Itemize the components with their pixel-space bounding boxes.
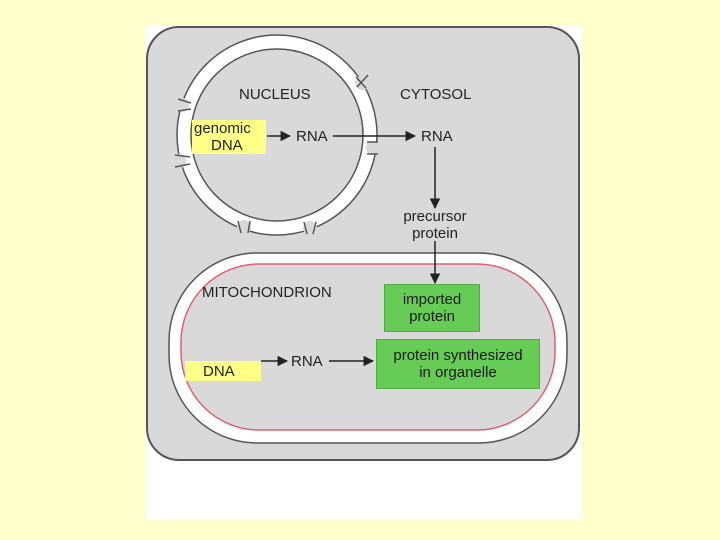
genomic-dna-highlight [192,120,266,154]
organelle-protein-box: protein synthesized in organelle [376,339,540,389]
precursor-line2: protein [412,225,458,242]
figure-panel: NUCLEUS CYTOSOL genomic DNA RNA RNA prec… [145,25,581,520]
genomic-dna-label: DNA [211,137,243,154]
imported-line2: protein [409,308,455,325]
synth-line2: in organelle [419,364,497,381]
nucleus-label: NUCLEUS [239,86,311,103]
cytosol-rna-label: RNA [421,128,453,145]
mitochondrion-label: MITOCHONDRION [202,284,332,301]
nucleus [172,34,380,236]
genomic-label: genomic [194,120,251,137]
imported-line1: imported [402,291,462,308]
cell-diagram [146,26,580,461]
precursor-line1: precursor [403,208,467,225]
mito-rna-label: RNA [291,353,323,370]
precursor-protein-label: precursor protein [390,208,480,242]
imported-protein-box: imported protein [384,284,480,332]
mito-dna-highlight [185,361,261,381]
cytosol-label: CYTOSOL [400,86,472,103]
mito-dna-label: DNA [203,363,235,380]
nucleus-rna-label: RNA [296,128,328,145]
synth-line1: protein synthesized [393,347,523,364]
